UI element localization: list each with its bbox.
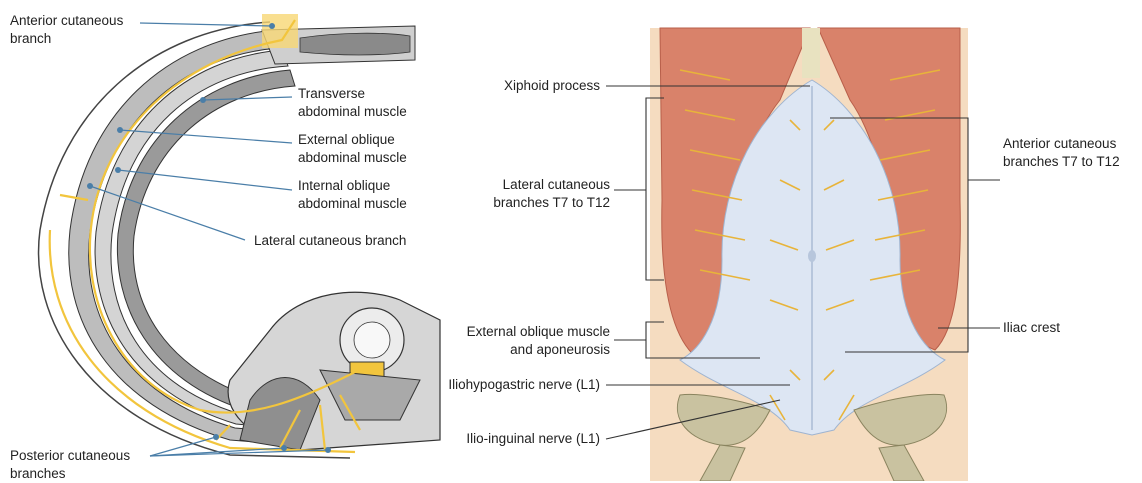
label-external-oblique-muscle-aponeurosis: External oblique muscle and aponeurosis <box>430 323 610 359</box>
label-xiphoid-process: Xiphoid process <box>470 77 600 95</box>
label-ilio-inguinal-nerve: Ilio-inguinal nerve (L1) <box>420 430 600 448</box>
label-transverse-abdominal-muscle: Transverse abdominal muscle <box>298 85 407 121</box>
label-anterior-cutaneous-branch: Anterior cutaneous branch <box>10 12 123 48</box>
sternum <box>802 28 820 78</box>
umbilicus <box>808 250 816 262</box>
label-lateral-cutaneous-branch: Lateral cutaneous branch <box>254 232 406 250</box>
label-iliac-crest: Iliac crest <box>1003 319 1060 337</box>
label-anterior-cutaneous-branches: Anterior cutaneous branches T7 to T12 <box>1003 135 1120 171</box>
label-posterior-cutaneous-branches: Posterior cutaneous branches <box>10 447 130 483</box>
rectus-muscle <box>300 33 410 55</box>
label-external-oblique-abdominal-muscle: External oblique abdominal muscle <box>298 131 407 167</box>
label-lateral-cutaneous-branches: Lateral cutaneous branches T7 to T12 <box>470 176 610 212</box>
label-iliohypogastric-nerve: Iliohypogastric nerve (L1) <box>420 376 600 394</box>
vertebra <box>228 292 440 450</box>
label-internal-oblique-abdominal-muscle: Internal oblique abdominal muscle <box>298 177 407 213</box>
anterior-abdomen-illustration <box>606 28 1000 481</box>
